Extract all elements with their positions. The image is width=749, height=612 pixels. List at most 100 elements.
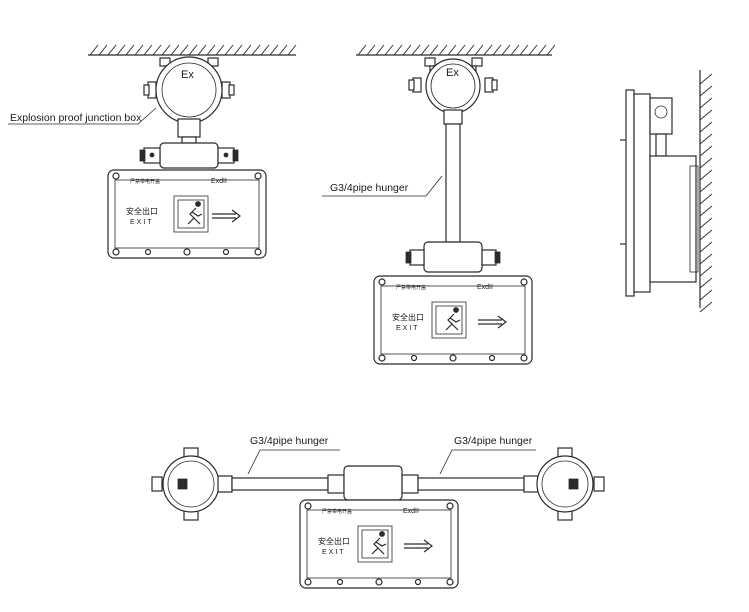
pipe-left-leader	[247, 449, 340, 475]
hatch-line	[260, 44, 270, 56]
hatch-line	[188, 44, 198, 56]
junction-box-bottom-left	[151, 447, 233, 521]
sign-3-english: EXIT	[322, 549, 346, 556]
hatch-line	[483, 44, 493, 56]
horizontal-mount-assembly: G3/4pipe hunger G3/4pipe hunger	[151, 435, 605, 521]
conduit-body-bottom	[327, 465, 419, 501]
horizontal-pipe-left	[231, 477, 329, 491]
hatch-line	[474, 44, 484, 56]
hatch-line	[402, 44, 412, 56]
hatch-line	[278, 44, 288, 56]
hatch-line	[366, 44, 376, 56]
hatch-line	[134, 44, 144, 56]
hatch-line	[699, 169, 713, 181]
sign-3-chinese: 安全出口	[318, 536, 350, 546]
hatch-line	[357, 44, 367, 56]
sign-3-warning: 严禁带电开盖	[322, 508, 352, 515]
hatch-line	[699, 85, 713, 97]
horizontal-pipe-right	[417, 477, 525, 491]
hatch-line	[224, 44, 234, 56]
hatch-line	[699, 301, 713, 313]
hatch-line	[215, 44, 225, 56]
running-man-icon	[431, 301, 467, 339]
hatch-line	[420, 44, 430, 56]
conduit-body-left	[139, 142, 239, 169]
pipe-right-label: G3/4pipe hunger	[454, 435, 533, 447]
hatch-line	[152, 44, 162, 56]
hatch-line	[699, 109, 713, 121]
hatch-line	[179, 44, 189, 56]
hatch-line	[287, 44, 297, 56]
junction-box-bottom-right	[523, 447, 605, 521]
hatch-line	[699, 157, 713, 169]
sign-1-warning: 严禁带电开盖	[130, 178, 160, 185]
hatch-line	[429, 44, 439, 56]
hatch-line	[699, 193, 713, 205]
pipe-mount-assembly: Ex G3/4pipe hunger	[322, 44, 556, 273]
hatch-line	[116, 44, 126, 56]
hatch-line	[510, 44, 520, 56]
hatch-line	[699, 229, 713, 241]
sign-3-rating: ExdII	[403, 508, 419, 515]
pipe-middle-leader	[322, 175, 443, 197]
hatch-line	[492, 44, 502, 56]
pipe-middle-label: G3/4pipe hunger	[330, 182, 409, 194]
hatch-line	[161, 44, 171, 56]
ex-mark-middle: Ex	[446, 67, 459, 79]
ceiling-mount-assembly: Ex Explosion proof junction box	[8, 44, 297, 169]
arrow-right-icon	[212, 209, 241, 223]
running-man-icon	[173, 195, 209, 233]
exit-sign-1: 严禁带电开盖 ExdII 安全出口 EXIT	[107, 169, 267, 259]
hatch-line	[197, 44, 207, 56]
hatch-line	[447, 44, 457, 56]
hatch-line	[143, 44, 153, 56]
hatch-line	[699, 217, 713, 229]
hatch-line	[89, 44, 99, 56]
hatch-line	[699, 121, 713, 133]
hatch-line	[233, 44, 243, 56]
hatch-line	[242, 44, 252, 56]
sign-1-chinese: 安全出口	[126, 206, 158, 216]
junction-box-label: Explosion proof junction box	[10, 112, 142, 124]
arrow-right-icon	[404, 539, 433, 553]
sign-2-english: EXIT	[396, 325, 420, 332]
ex-mark-left: Ex	[181, 69, 194, 81]
hatch-line	[537, 44, 547, 56]
hatch-line	[699, 133, 713, 145]
vertical-pipe	[445, 123, 461, 243]
wall-mount-side-view	[620, 70, 713, 313]
exit-sign-3: 严禁带电开盖 ExdII 安全出口 EXIT	[299, 499, 459, 589]
hatch-line	[699, 241, 713, 253]
junction-box-middle: Ex	[408, 58, 498, 125]
pipe-left-label: G3/4pipe hunger	[250, 435, 329, 447]
hatch-line	[465, 44, 475, 56]
hatch-line	[456, 44, 466, 56]
hatch-line	[107, 44, 117, 56]
junction-box-left: Ex	[143, 56, 235, 144]
hatch-line	[269, 44, 279, 56]
sign-1-rating: ExdII	[211, 178, 227, 185]
hatch-line	[519, 44, 529, 56]
hatch-line	[393, 44, 403, 56]
hatch-line	[699, 265, 713, 277]
hatch-line	[546, 44, 556, 56]
hatch-line	[411, 44, 421, 56]
arrow-right-icon	[478, 315, 507, 329]
ceiling-hatch-left	[88, 44, 297, 56]
hatch-line	[699, 253, 713, 265]
sign-1-english: EXIT	[130, 219, 154, 226]
hatch-line	[501, 44, 511, 56]
sign-2-chinese: 安全出口	[392, 312, 424, 322]
hatch-line	[699, 145, 713, 157]
running-man-icon	[357, 525, 393, 563]
hatch-line	[438, 44, 448, 56]
hatch-line	[170, 44, 180, 56]
hatch-line	[384, 44, 394, 56]
hatch-line	[528, 44, 538, 56]
hatch-line	[699, 289, 713, 301]
hatch-line	[98, 44, 108, 56]
conduit-body-middle	[405, 241, 501, 273]
hatch-line	[699, 97, 713, 109]
